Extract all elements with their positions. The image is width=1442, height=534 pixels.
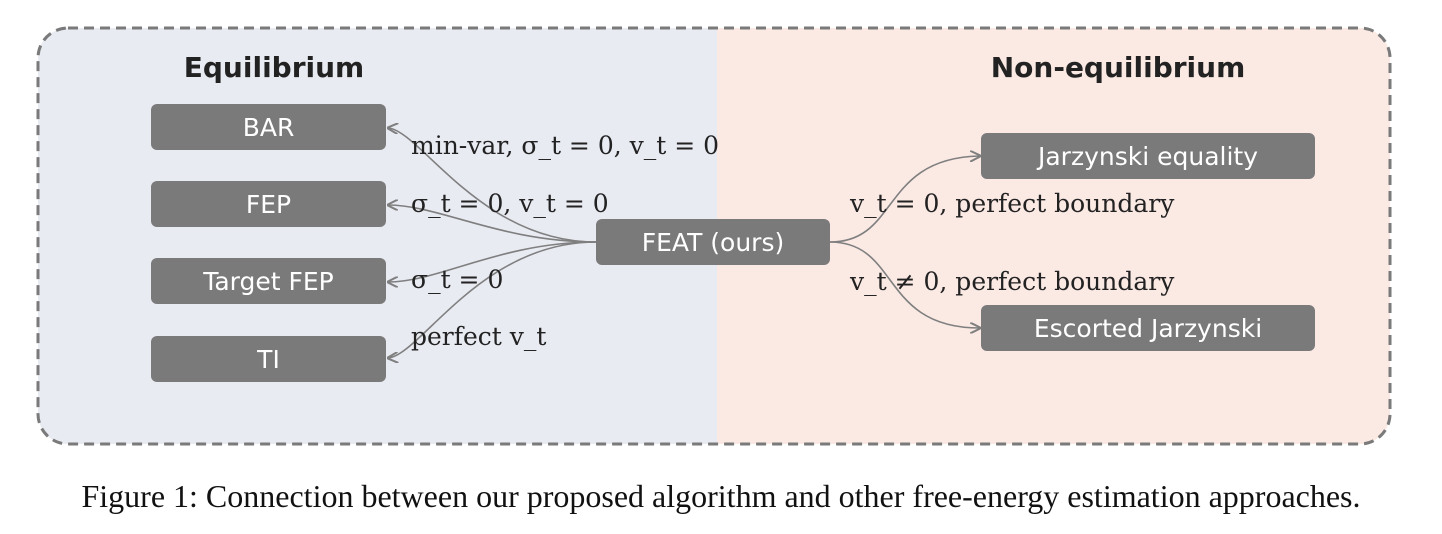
node-ti-label: TI bbox=[256, 345, 280, 374]
figure-caption: Figure 1: Connection between our propose… bbox=[81, 478, 1361, 514]
edge-label-fep: σ_t = 0, v_t = 0 bbox=[411, 189, 609, 218]
edge-label-escorted: v_t ≠ 0, perfect boundary bbox=[849, 267, 1175, 296]
node-escorted: Escorted Jarzynski bbox=[981, 305, 1315, 351]
node-feat: FEAT (ours) bbox=[596, 219, 830, 265]
edge-feat-to-ti bbox=[388, 241, 597, 358]
node-feat-label: FEAT (ours) bbox=[642, 228, 785, 257]
node-jarzynski: Jarzynski equality bbox=[981, 133, 1315, 179]
node-ti: TI bbox=[151, 336, 386, 382]
node-target-fep: Target FEP bbox=[151, 258, 386, 304]
non-equilibrium-heading: Non-equilibrium bbox=[991, 51, 1246, 84]
node-bar: BAR bbox=[151, 104, 386, 150]
node-bar-label: BAR bbox=[243, 113, 295, 142]
edge-feat-to-bar bbox=[388, 128, 597, 243]
edge-label-ti: perfect v_t bbox=[411, 322, 546, 351]
node-target-fep-label: Target FEP bbox=[202, 267, 334, 296]
edge-feat-to-jarzynski bbox=[829, 156, 980, 243]
node-jarzynski-label: Jarzynski equality bbox=[1036, 142, 1258, 171]
dashed-border bbox=[36, 26, 1392, 446]
edge-label-target-fep: σ_t = 0 bbox=[411, 265, 503, 294]
node-fep-label: FEP bbox=[246, 190, 291, 219]
edge-feat-to-escorted bbox=[829, 241, 980, 328]
edge-feat-to-fep bbox=[388, 205, 597, 243]
node-fep: FEP bbox=[151, 181, 386, 227]
edge-label-jarzynski: v_t = 0, perfect boundary bbox=[849, 189, 1175, 218]
equilibrium-heading: Equilibrium bbox=[184, 51, 364, 84]
edge-feat-to-target-fep bbox=[388, 241, 597, 282]
node-escorted-label: Escorted Jarzynski bbox=[1034, 314, 1262, 343]
edge-label-bar: min-var, σ_t = 0, v_t = 0 bbox=[411, 131, 719, 160]
